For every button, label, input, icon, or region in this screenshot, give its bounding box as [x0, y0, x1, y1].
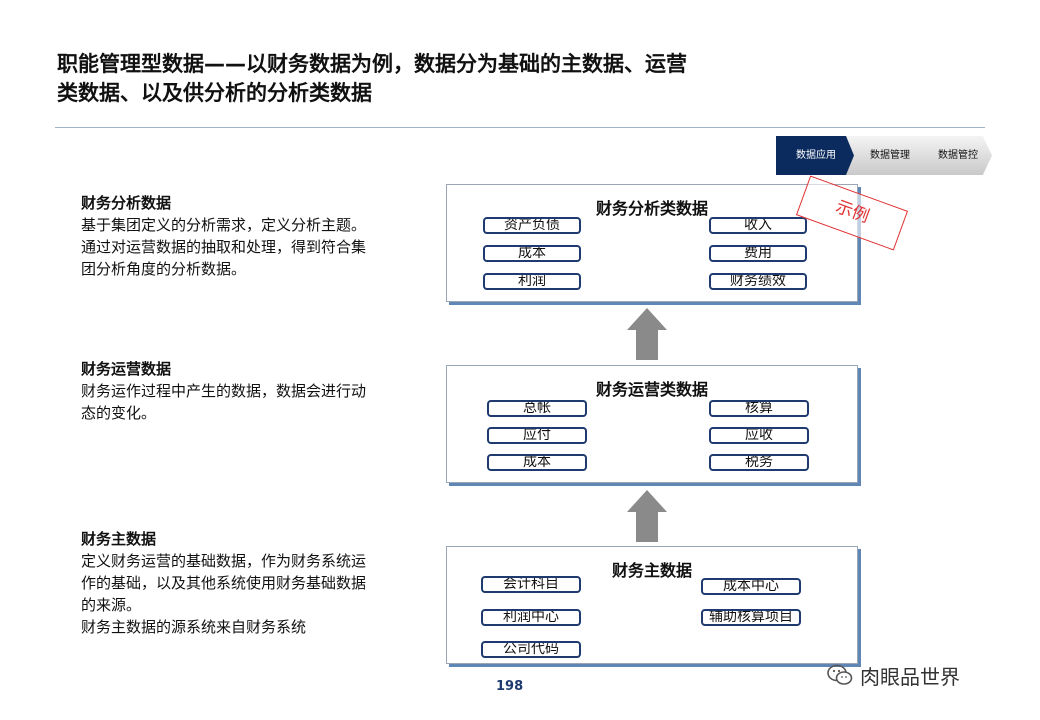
wechat-icon: [827, 664, 853, 685]
analysis-description-body: 基于集团定义的分析需求，定义分析主题。通过对运营数据的抽取和处理，得到符合集团分…: [81, 216, 367, 278]
operation-box-title: 财务运营类数据: [595, 380, 708, 399]
pill-accounting: 核算: [709, 400, 809, 417]
page-title: 职能管理型数据——以财务数据为例，数据分为基础的主数据、运营 类数据、以及供分析…: [57, 50, 857, 108]
analysis-box-title: 财务分析类数据: [595, 199, 708, 218]
pill-payable: 应付: [487, 427, 587, 444]
title-divider: [55, 127, 985, 128]
master-box-title: 财务主数据: [611, 561, 692, 580]
process-step-data-management: 数据管理: [846, 136, 926, 175]
operation-data-box: 财务运营类数据 总帐 核算 应付 应收 成本 税务: [446, 365, 858, 483]
watermark: 肉眼品世界: [826, 660, 960, 690]
master-description-body: 定义财务运营的基础数据，作为财务系统运作的基础，以及其他系统使用财务基础数据的来…: [81, 552, 367, 614]
pill-assets-liabilities: 资产负债: [483, 217, 581, 234]
operation-description: 财务运营数据 财务运作过程中产生的数据，数据会进行动态的变化。: [81, 358, 371, 424]
pill-auxiliary-accounting: 辅助核算项目: [701, 609, 801, 626]
pill-company-code: 公司代码: [481, 641, 581, 658]
pill-expense: 费用: [709, 245, 807, 262]
process-step-data-governance: 数据管控: [916, 136, 992, 175]
page-title-line2: 类数据、以及供分析的分析类数据: [57, 81, 372, 105]
master-data-box: 财务主数据 会计科目 成本中心 利润中心 辅助核算项目 公司代码: [446, 546, 858, 664]
pill-cost-center: 成本中心: [701, 578, 801, 595]
up-arrow-icon: [627, 308, 667, 360]
pill-account-subject: 会计科目: [481, 576, 581, 593]
pill-cost-operation: 成本: [487, 454, 587, 471]
pill-cost: 成本: [483, 245, 581, 262]
analysis-data-box: 财务分析类数据 资产负债 收入 成本 费用 利润 财务绩效: [446, 184, 858, 302]
page-title-line1: 职能管理型数据——以财务数据为例，数据分为基础的主数据、运营: [57, 52, 687, 76]
pill-profit: 利润: [483, 273, 581, 290]
master-description: 财务主数据 定义财务运营的基础数据，作为财务系统运作的基础，以及其他系统使用财务…: [81, 528, 371, 638]
up-arrow-icon: [627, 490, 667, 542]
pill-receivable: 应收: [709, 427, 809, 444]
analysis-description: 财务分析数据 基于集团定义的分析需求，定义分析主题。通过对运营数据的抽取和处理，…: [81, 192, 371, 280]
pill-financial-performance: 财务绩效: [709, 273, 807, 290]
pill-profit-center: 利润中心: [481, 609, 581, 626]
pill-tax: 税务: [709, 454, 809, 471]
operation-description-body: 财务运作过程中产生的数据，数据会进行动态的变化。: [81, 382, 367, 422]
process-chevrons: 数据应用 数据管理 数据管控: [776, 136, 992, 175]
process-step-data-application: 数据应用: [776, 136, 856, 175]
operation-description-heading: 财务运营数据: [81, 360, 172, 378]
page-number: 198: [496, 679, 524, 694]
master-description-body2: 财务主数据的源系统来自财务系统: [81, 618, 307, 636]
pill-general-ledger: 总帐: [487, 400, 587, 417]
master-description-heading: 财务主数据: [81, 530, 157, 548]
analysis-description-heading: 财务分析数据: [81, 194, 172, 212]
watermark-text: 肉眼品世界: [860, 664, 960, 689]
pill-revenue: 收入: [709, 217, 807, 234]
